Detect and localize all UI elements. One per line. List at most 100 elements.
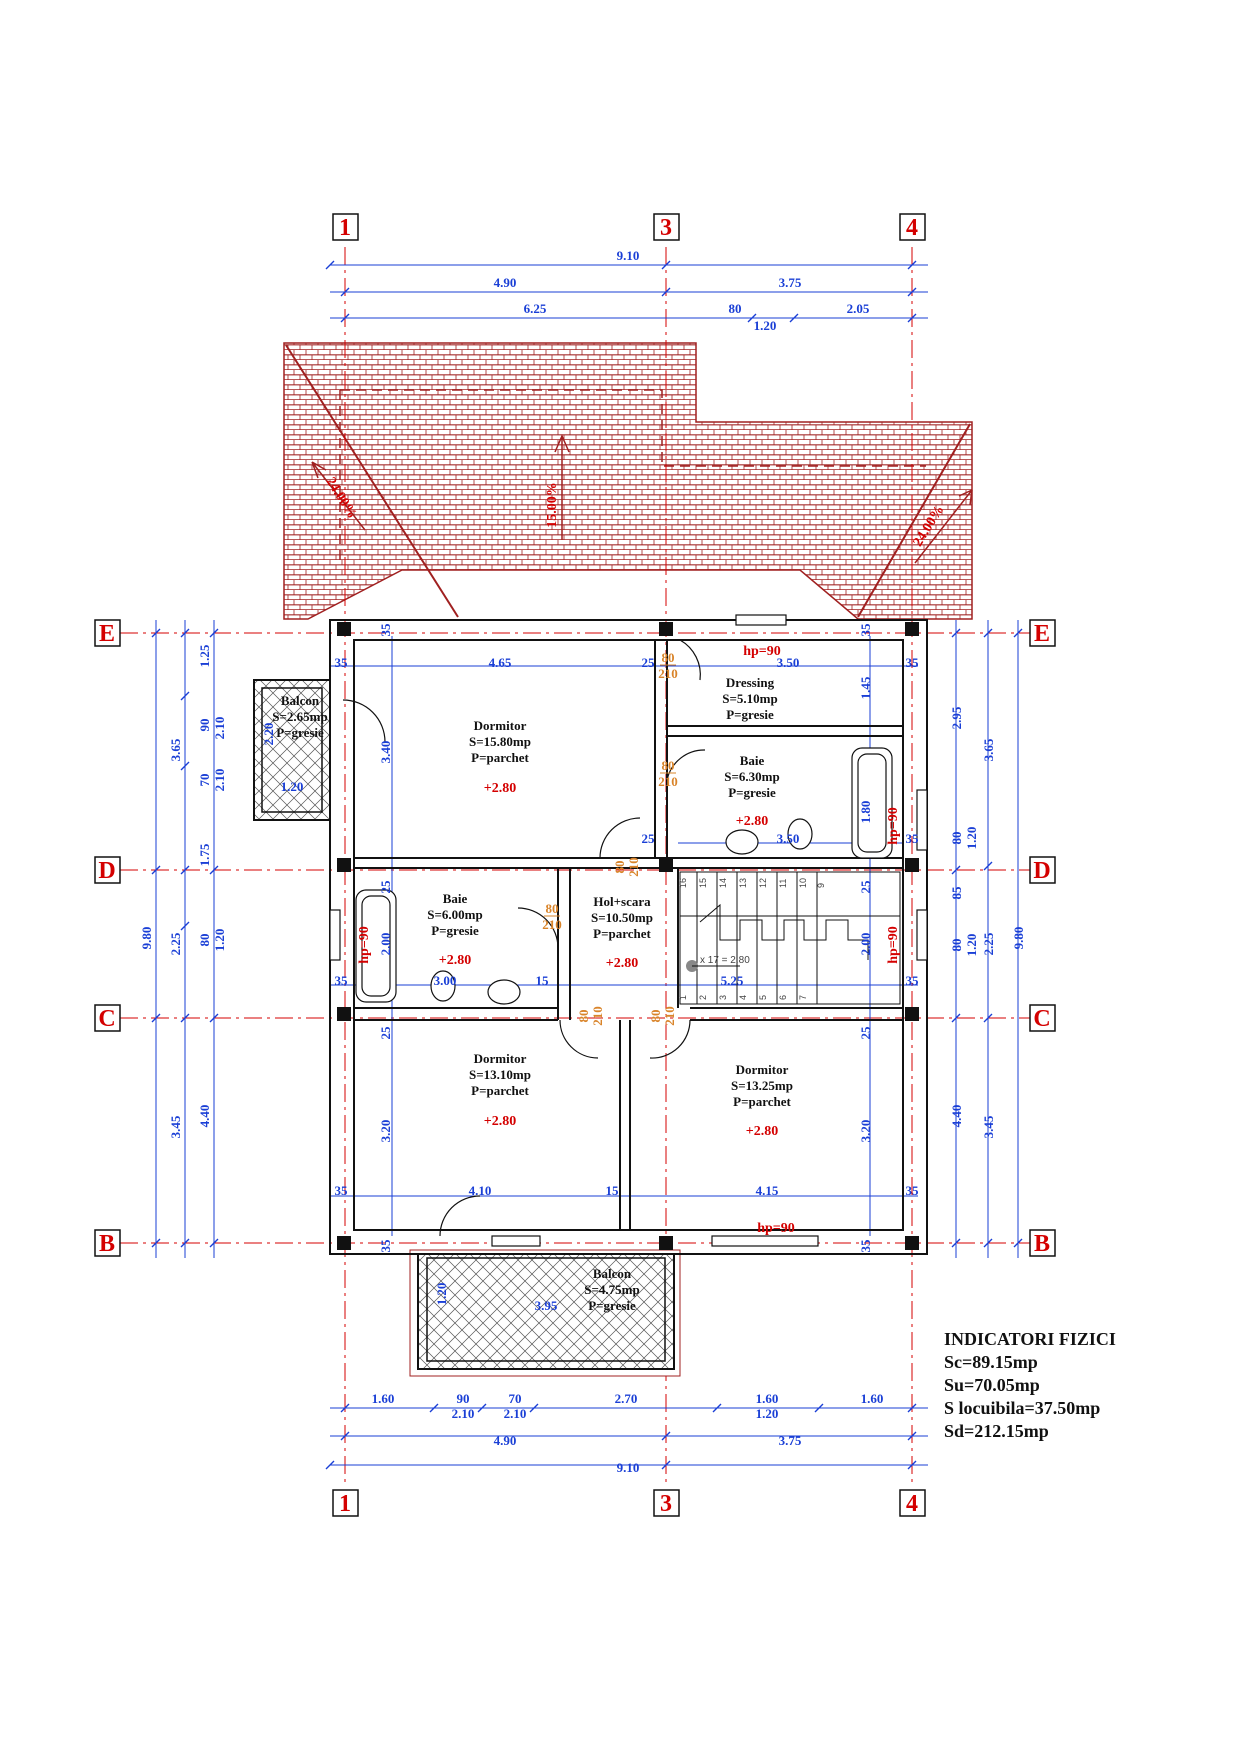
axis-marker-E-left: E	[94, 619, 121, 647]
svg-text:Baie: Baie	[740, 753, 765, 768]
axis-marker-C-left: C	[94, 1004, 121, 1032]
svg-text:4.65: 4.65	[489, 655, 512, 670]
dimension-texts: 9.10 4.90 3.75 6.25 80 1.20 2.05 1.60 90…	[139, 248, 1026, 1475]
svg-text:P=gresie: P=gresie	[726, 707, 774, 722]
axis-marker-D-right: D	[1029, 856, 1056, 884]
svg-text:2.00: 2.00	[378, 933, 393, 956]
indicators-title: INDICATORI FIZICI	[944, 1329, 1116, 1349]
svg-text:S=5.10mp: S=5.10mp	[722, 691, 777, 706]
room-dormitor-2: Dormitor S=13.10mp P=parchet +2.80	[469, 1051, 531, 1129]
bathtub-lower	[355, 889, 397, 1003]
svg-text:3.50: 3.50	[777, 831, 800, 846]
svg-text:80: 80	[612, 861, 627, 874]
svg-text:80: 80	[662, 650, 675, 665]
svg-text:1.25: 1.25	[197, 644, 212, 667]
svg-text:80: 80	[546, 901, 559, 916]
svg-text:6: 6	[778, 995, 788, 1000]
svg-text:1.60: 1.60	[861, 1391, 884, 1406]
roof-eave-dashed	[339, 389, 926, 560]
svg-text:2.10: 2.10	[452, 1406, 475, 1421]
svg-text:Dressing: Dressing	[726, 675, 775, 690]
svg-text:S=13.10mp: S=13.10mp	[469, 1067, 531, 1082]
parapet-labels: hp=90 hp=90 hp=90 hp=90 hp=90	[357, 644, 901, 1236]
room-balcon-bottom: Balcon S=4.75mp P=gresie	[584, 1266, 639, 1313]
svg-text:hp=90: hp=90	[886, 807, 901, 845]
svg-text:E: E	[1034, 621, 1050, 647]
dimension-ticks	[151, 260, 1023, 1470]
indicator-s-locuibila: S locuibila=37.50mp	[944, 1398, 1101, 1418]
svg-text:4: 4	[738, 995, 748, 1000]
roof: 24.00% 15.00% 24.00%	[283, 342, 973, 620]
svg-text:1.80: 1.80	[858, 801, 873, 824]
svg-text:210: 210	[658, 666, 678, 681]
axis-marker-B-left: B	[94, 1229, 121, 1257]
svg-text:9.80: 9.80	[1011, 927, 1026, 950]
svg-text:Dormitor: Dormitor	[474, 1051, 527, 1066]
svg-text:210: 210	[662, 1006, 677, 1026]
svg-text:3.20: 3.20	[378, 1120, 393, 1143]
room-hol-scara: Hol+scara S=10.50mp P=parchet +2.80	[591, 894, 653, 971]
svg-text:25: 25	[378, 880, 393, 894]
columns	[337, 622, 919, 1250]
svg-text:2.05: 2.05	[847, 301, 870, 316]
svg-text:2.70: 2.70	[615, 1391, 638, 1406]
svg-text:1: 1	[339, 215, 351, 241]
svg-text:2.00: 2.00	[858, 933, 873, 956]
svg-text:1.45: 1.45	[858, 676, 873, 699]
svg-text:5: 5	[758, 995, 768, 1000]
svg-text:2.20: 2.20	[261, 723, 276, 746]
svg-text:C: C	[1033, 1006, 1050, 1032]
svg-text:210: 210	[590, 1006, 605, 1026]
indicator-sd: Sd=212.15mp	[944, 1421, 1049, 1441]
balcony-bottom	[409, 1249, 681, 1377]
svg-text:25: 25	[858, 1026, 873, 1040]
room-dressing: Dressing S=5.10mp P=gresie	[722, 675, 777, 722]
svg-text:S=10.50mp: S=10.50mp	[591, 910, 653, 925]
axis-markers: 1 3 4 1 3 4 E D C B E D C B	[94, 213, 1056, 1517]
svg-text:25: 25	[378, 1026, 393, 1040]
svg-text:1.20: 1.20	[754, 318, 777, 333]
sink-lower	[487, 979, 521, 1005]
svg-text:1.20: 1.20	[434, 1283, 449, 1306]
svg-text:25: 25	[858, 880, 873, 894]
svg-text:80: 80	[949, 939, 964, 952]
svg-text:210: 210	[658, 774, 678, 789]
svg-text:210: 210	[542, 917, 562, 932]
svg-text:4: 4	[906, 1491, 918, 1517]
svg-text:Balcon: Balcon	[593, 1266, 632, 1281]
axis-marker-1-bottom: 1	[332, 1489, 359, 1517]
svg-text:1.20: 1.20	[212, 929, 227, 952]
svg-text:2.95: 2.95	[949, 706, 964, 729]
svg-text:Balcon: Balcon	[281, 693, 320, 708]
svg-text:B: B	[99, 1231, 115, 1257]
svg-text:16: 16	[678, 878, 688, 888]
svg-text:S=13.25mp: S=13.25mp	[731, 1078, 793, 1093]
svg-text:S=6.00mp: S=6.00mp	[427, 907, 482, 922]
room-baie-upper: Baie S=6.30mp P=gresie +2.80	[724, 753, 779, 829]
svg-text:3.65: 3.65	[981, 738, 996, 761]
svg-text:Hol+scara: Hol+scara	[593, 894, 651, 909]
svg-text:+2.80: +2.80	[439, 953, 471, 968]
sink-upper	[725, 829, 759, 855]
svg-text:hp=90: hp=90	[757, 1221, 795, 1236]
svg-text:9.80: 9.80	[139, 927, 154, 950]
svg-text:1.20: 1.20	[964, 827, 979, 850]
svg-text:35: 35	[906, 1183, 920, 1198]
svg-text:13: 13	[738, 878, 748, 888]
svg-text:S=6.30mp: S=6.30mp	[724, 769, 779, 784]
svg-text:3.45: 3.45	[168, 1115, 183, 1138]
svg-text:3: 3	[660, 215, 672, 241]
svg-text:P=gresie: P=gresie	[276, 725, 324, 740]
svg-text:90: 90	[457, 1391, 470, 1406]
svg-text:4: 4	[906, 215, 918, 241]
svg-text:P=parchet: P=parchet	[733, 1094, 791, 1109]
svg-text:Baie: Baie	[443, 891, 468, 906]
svg-text:80: 80	[729, 301, 742, 316]
svg-text:11: 11	[778, 879, 788, 888]
axis-marker-4-bottom: 4	[899, 1489, 926, 1517]
svg-text:35: 35	[858, 623, 873, 637]
room-dormitor-3: Dormitor S=13.25mp P=parchet +2.80	[731, 1062, 793, 1139]
room-labels: Balcon S=2.65mp P=gresie Dormitor S=15.8…	[272, 675, 793, 1313]
